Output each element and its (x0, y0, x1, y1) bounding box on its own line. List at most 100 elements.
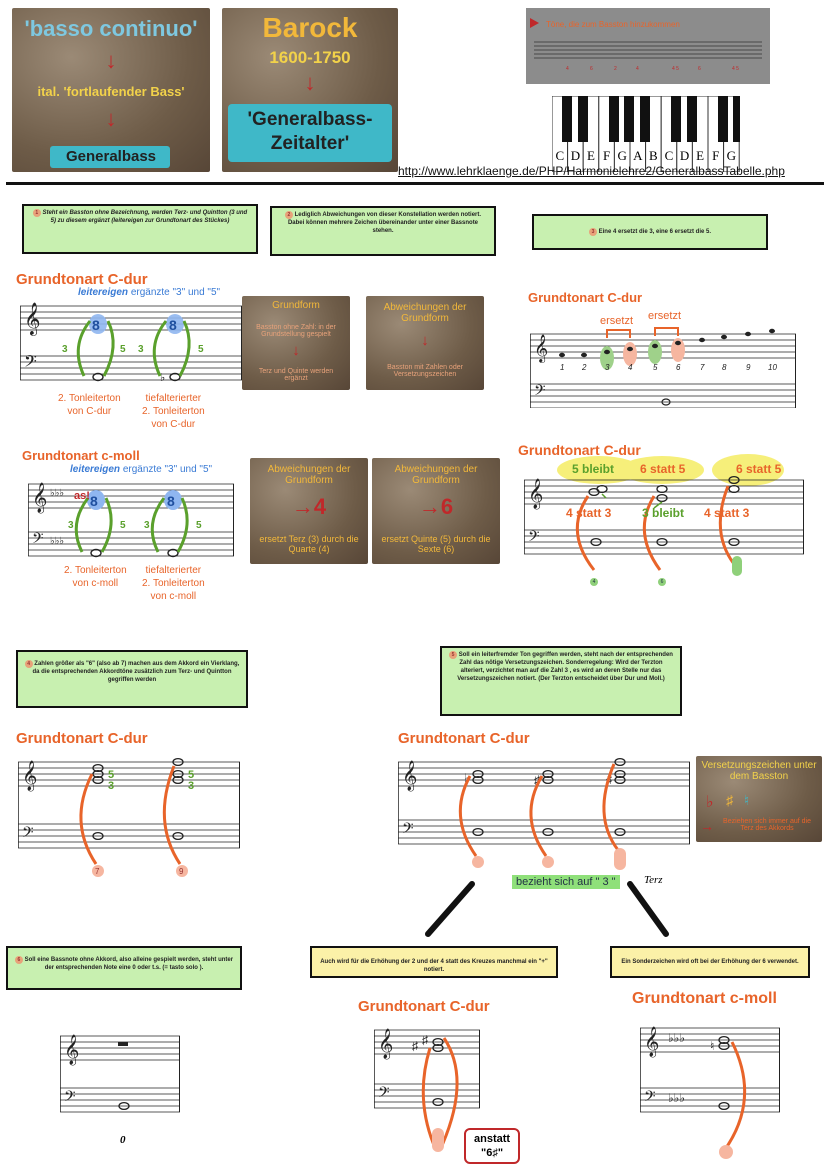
figure-badge-stack (732, 556, 742, 576)
figure-number: 6 (658, 578, 666, 586)
statt-label: 4 statt 3 (704, 506, 750, 520)
rule-note-7: Auch wird für die Erhöhung der 2 und der… (310, 946, 558, 978)
key-label: E (696, 148, 705, 163)
svg-text:2: 2 (581, 363, 587, 372)
chord-note: 8 (92, 317, 100, 333)
card-title: Abweichungen der Grundform (394, 464, 478, 486)
svg-text:♯: ♯ (422, 1033, 428, 1047)
svg-text:9: 9 (179, 867, 184, 876)
svg-text:6: 6 (590, 66, 593, 72)
staff-versetzung: 𝄞 𝄢 ♭ ♯ ♯ (398, 757, 690, 870)
figure-number: 6 (440, 494, 454, 519)
arrow-right-icon: → (700, 818, 714, 834)
card-body: ersetzt Terz (3) durch die Quarte (4) (259, 534, 359, 554)
bass-clef-icon: 𝄢 (402, 820, 414, 840)
flat-icon: ♭ (706, 794, 714, 811)
rule-note-5: 5 Soll ein leiterfremder Ton gegriffen w… (440, 646, 682, 716)
statt-label: 4 statt 3 (566, 506, 612, 520)
bass-clef-icon: 𝄢 (644, 1088, 656, 1108)
svg-text:7: 7 (95, 867, 100, 876)
header-divider (6, 182, 824, 185)
caption-line: 2. Tonleiterton (142, 578, 205, 589)
interval-label: 5 (188, 769, 194, 781)
section-heading: Grundtonart c-moll (632, 990, 777, 1007)
rule-number-badge: 5 (449, 651, 458, 659)
treble-clef-icon: 𝄞 (22, 760, 37, 792)
figure-badge: 4 (590, 570, 598, 588)
natural-icon: ♮ (744, 792, 750, 808)
leitereigen-caption: leitereigen ergänzte "3" und "5" (78, 287, 220, 298)
interval-label: 3 (138, 344, 144, 355)
caption-line: 2. Tonleiterton (58, 393, 121, 404)
abweichungen-6-card: Abweichungen der Grundform →6 ersetzt Qu… (372, 458, 500, 564)
staff-statt: 𝄞 𝄢 (524, 454, 804, 571)
card-title: Grundform (272, 300, 320, 311)
caption-line: von C-dur (67, 406, 112, 417)
rule-text: Ein Sonderzeichen wird oft bei der Erhöh… (621, 959, 799, 965)
interval-label: 3 (188, 780, 194, 792)
caption-line: tiefalterierter (145, 565, 202, 576)
play-icon (530, 18, 539, 28)
versetzungszeichen-card: Versetzungszeichen unter dem Basston ♭ ♯… (696, 756, 822, 842)
ersetzt-label: ersetzt (600, 315, 634, 327)
key-label: F (602, 148, 611, 163)
bass-clef-icon: 𝄢 (22, 824, 34, 844)
svg-text:3: 3 (605, 363, 610, 372)
svg-text:1: 1 (560, 363, 564, 372)
basso-title: 'basso continuo' (24, 16, 198, 41)
staff-vierklang: 𝄞 𝄢 5 3 5 3 7 9 (18, 757, 240, 877)
rule-text: Eine 4 ersetzt die 3, eine 6 ersetzt die… (598, 229, 712, 235)
rule-text: Steht ein Basston ohne Bezeichnung, werd… (42, 210, 248, 224)
card-body: ersetzt Quinte (5) durch die Sexte (6) (381, 534, 491, 554)
tonleiter-caption-c: 2. Tonleiterton von C-dur (58, 392, 121, 418)
statt-label: 6 statt 5 (640, 462, 686, 476)
bass-clef-icon: 𝄢 (378, 1084, 390, 1104)
statt-label: 5 bleibt (572, 462, 615, 476)
rule-number-badge: 3 (588, 228, 597, 236)
svg-text:♭♭♭: ♭♭♭ (668, 1091, 685, 1105)
terz-annotation: Terz (644, 874, 663, 886)
card-title: Abweichungen der Grundform (267, 464, 351, 486)
abweichungen-card: Abweichungen der Grundform ↓ Basston mit… (366, 296, 484, 390)
staff-tasto-solo: 𝄞 𝄢 (60, 1034, 180, 1113)
key-label: A (633, 148, 643, 163)
caption-line: von c-moll (150, 591, 197, 602)
generalbass-highlight (50, 146, 170, 168)
section-heading: Grundtonart c-moll (22, 448, 140, 463)
keyboard-labels: C D E F G A B C D E F G (552, 148, 740, 164)
section-heading: Grundtonart C-dur (16, 271, 148, 288)
svg-text:♯: ♯ (412, 1039, 418, 1053)
tasto-solo-figure: 0 (120, 1134, 126, 1146)
bezieht-highlight: bezieht sich auf " 3 " (512, 875, 620, 889)
bass-clef-icon: 𝄢 (534, 382, 546, 402)
interval-label: 5 (108, 769, 114, 781)
key-label: G (726, 148, 737, 163)
key-label: C (555, 148, 565, 163)
rule-number-badge: 4 (24, 660, 33, 668)
bass-clef-icon: 𝄢 (32, 530, 44, 550)
arrow-down-icon: ↓ (105, 106, 117, 131)
barock-years: 1600-1750 (269, 48, 351, 67)
rule-number-badge: 2 (284, 211, 293, 219)
arrow-down-icon: ↓ (421, 332, 429, 349)
rule-number-badge: 1 (32, 209, 41, 217)
svg-text:4: 4 (636, 66, 639, 72)
treble-clef-icon: 𝄞 (402, 760, 417, 792)
connector-lines (425, 881, 669, 937)
whole-rest-icon (118, 1042, 128, 1046)
source-url-link[interactable]: http://www.lehrklaenge.de/PHP/Harmoniele… (398, 164, 785, 178)
arrow-down-icon: ↓ (304, 70, 316, 95)
rule-note-3: 3 Eine 4 ersetzt die 3, eine 6 ersetzt d… (532, 214, 768, 250)
svg-text:♭: ♭ (160, 372, 165, 384)
treble-clef-icon: 𝄞 (24, 303, 41, 336)
key-label: F (712, 148, 720, 163)
keyboard-keys (551, 95, 740, 173)
leitereigen-label: leitereigen (70, 464, 121, 475)
svg-text:4: 4 (628, 363, 633, 372)
key-label: D (570, 148, 581, 163)
generalbass-label: Generalbass (65, 148, 157, 165)
caption-line: von c-moll (72, 578, 119, 589)
treble-clef-icon: 𝄞 (534, 335, 548, 363)
